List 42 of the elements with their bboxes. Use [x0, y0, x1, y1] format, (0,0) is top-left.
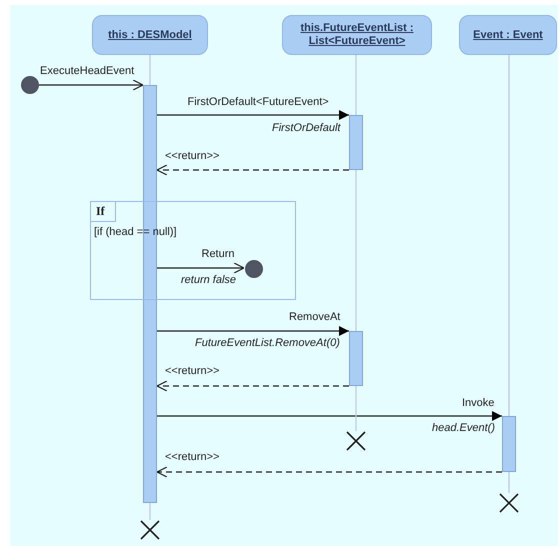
- lifeline: [508, 472, 510, 493]
- destruction-mark-icon: [346, 431, 366, 451]
- lifeline: [355, 55, 357, 115]
- operation-note: return false: [181, 274, 236, 287]
- message-arrow: [39, 79, 144, 91]
- fragment-operator-tab: If: [91, 202, 116, 222]
- message-label: FirstOrDefault<FutureEvent>: [188, 96, 329, 109]
- activation-bar: [349, 331, 363, 386]
- message-arrow: [157, 326, 349, 336]
- lifeline-head-box: [459, 15, 557, 55]
- lifeline: [355, 170, 357, 331]
- activation-bar: [502, 416, 516, 472]
- lifeline: [149, 503, 151, 520]
- lifeline: [355, 386, 357, 431]
- message-arrow: [157, 110, 349, 120]
- destruction-mark-icon: [499, 493, 519, 513]
- object-name: this.FutureEventList : List<FutureEvent>: [299, 22, 415, 48]
- message-label: <<return>>: [165, 150, 220, 163]
- operation-note: head.Event(): [432, 422, 495, 435]
- object-name: this : DESModel: [108, 28, 192, 42]
- operation-note: FutureEventList.RemoveAt(0): [195, 337, 340, 350]
- message-label: ExecuteHeadEvent: [40, 65, 134, 78]
- return-message-arrow: [156, 164, 349, 176]
- destruction-mark-icon: [140, 520, 160, 540]
- message-label: Invoke: [462, 397, 494, 410]
- lifeline: [149, 55, 151, 85]
- return-message-arrow: [156, 466, 502, 478]
- message-label: RemoveAt: [289, 311, 340, 324]
- lifeline-head-box: [282, 15, 432, 55]
- lifeline-head-box: [92, 15, 208, 55]
- message-arrow: [157, 262, 245, 274]
- fragment-frame: [90, 201, 296, 300]
- activation-bar: [349, 115, 363, 170]
- lifeline: [508, 55, 510, 416]
- message-label: <<return>>: [165, 451, 220, 464]
- guard-condition: [if (head == null)]: [94, 226, 177, 239]
- object-name: Event : Event: [473, 28, 543, 42]
- operation-note: FirstOrDefault: [272, 122, 340, 135]
- message-label: <<return>>: [165, 365, 220, 378]
- return-message-arrow: [156, 380, 349, 392]
- message-label: Return: [202, 248, 235, 261]
- message-arrow: [157, 411, 502, 421]
